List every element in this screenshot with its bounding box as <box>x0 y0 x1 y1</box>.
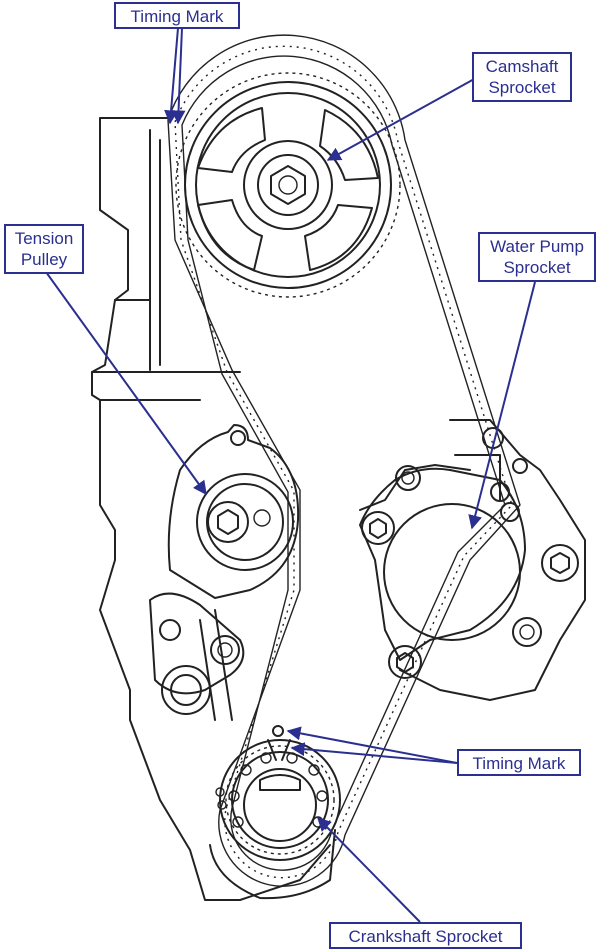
callout-leaders <box>45 27 536 923</box>
camshaft-sprocket-label: Camshaft Sprocket <box>472 52 572 102</box>
crankshaft-sprocket-leader <box>317 817 421 923</box>
tension-pulley-label: Tension Pulley <box>4 224 84 274</box>
camshaft-sprocket-leader <box>326 77 477 161</box>
tension-pulley-leader <box>45 271 207 496</box>
tension-pulley-line-1: Tension <box>14 229 74 248</box>
camshaft-sprocket-line-2: Sprocket <box>488 78 556 97</box>
timing-mark-top-text: Timing Mark <box>130 7 224 26</box>
engine-housing <box>91 117 586 901</box>
crankshaft-sprocket-label: Crankshaft Sprocket <box>329 922 522 949</box>
tension-pulley-line-2: Pulley <box>20 250 68 269</box>
timing-mark-bottom-label: Timing Mark <box>457 749 581 776</box>
water-pump-sprocket-line-2: Sprocket <box>503 258 571 277</box>
water-pump-sprocket-leader <box>468 281 536 530</box>
water-pump-sprocket <box>359 427 579 679</box>
water-pump-sprocket-label: Water Pump Sprocket <box>478 232 596 282</box>
timing-mark-top-leader-2 <box>171 27 186 125</box>
timing-mark-top-leader-1 <box>164 27 179 125</box>
timing-mark-top-label: Timing Mark <box>114 2 240 29</box>
timing-mark-bottom-leader-1 <box>286 726 458 764</box>
timing-mark-bottom-text: Timing Mark <box>472 754 566 773</box>
crankshaft-sprocket <box>209 725 341 900</box>
camshaft-sprocket <box>175 72 401 298</box>
water-pump-sprocket-line-1: Water Pump <box>490 237 584 256</box>
tension-pulley <box>149 424 300 721</box>
camshaft-sprocket-line-1: Camshaft <box>485 57 559 76</box>
crankshaft-sprocket-text: Crankshaft Sprocket <box>348 927 503 946</box>
timing-mark-bottom-leader-2 <box>290 742 458 764</box>
